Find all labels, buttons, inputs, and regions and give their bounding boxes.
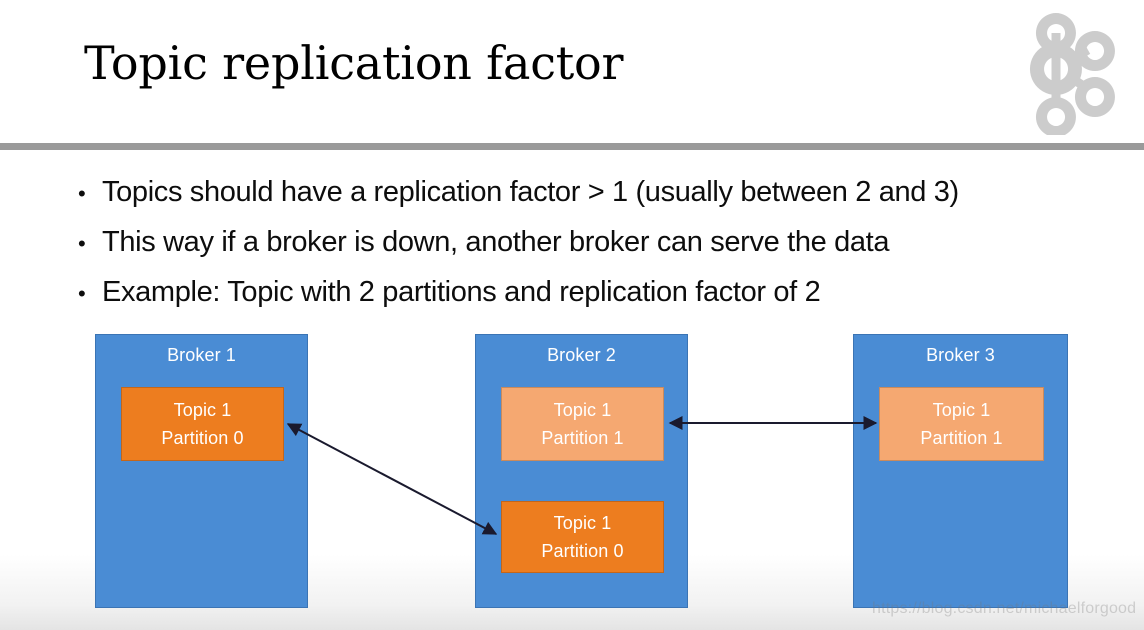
partition-box-broker2-topic1-partition0: Topic 1 Partition 0 [501,501,664,573]
partition-box-broker3-topic1-partition1: Topic 1 Partition 1 [879,387,1044,461]
bullet-marker: • [78,181,86,206]
partition-index-label: Partition 0 [541,541,624,561]
watermark-text: https://blog.csdn.net/michaelforgood [872,600,1137,617]
broker-label: Broker 2 [547,345,616,365]
partition-box-broker1-topic1-partition0: Topic 1 Partition 0 [121,387,284,461]
partition-topic-label: Topic 1 [932,400,991,420]
header-divider [0,143,1144,150]
partition-box-broker2-topic1-partition1: Topic 1 Partition 1 [501,387,664,461]
bullet-list: • Topics should have a replication facto… [78,172,1088,322]
partition-index-label: Partition 1 [541,428,624,448]
bullet-marker: • [78,231,86,256]
bullet-text: Example: Topic with 2 partitions and rep… [102,276,821,308]
bullet-item-3: • Example: Topic with 2 partitions and r… [78,272,1088,314]
kafka-logo-icon [1012,5,1122,137]
partition-index-label: Partition 1 [920,428,1003,448]
bullet-marker: • [78,281,86,306]
partition-index-label: Partition 0 [161,428,244,448]
bullet-item-1: • Topics should have a replication facto… [78,172,1088,214]
broker-box-2: Broker 2 Topic 1 Partition 1 Topic 1 Par… [475,334,688,608]
broker-box-1: Broker 1 Topic 1 Partition 0 [95,334,308,608]
broker-label: Broker 3 [926,345,995,365]
partition-topic-label: Topic 1 [553,513,612,533]
replication-arrow-partition-0 [286,423,498,535]
bullet-item-2: • This way if a broker is down, another … [78,222,1088,264]
partition-topic-label: Topic 1 [553,400,612,420]
bullet-text: This way if a broker is down, another br… [102,226,890,258]
partition-topic-label: Topic 1 [173,400,232,420]
bullet-text: Topics should have a replication factor … [102,176,959,208]
broker-label: Broker 1 [167,345,236,365]
broker-box-3: Broker 3 Topic 1 Partition 1 [853,334,1068,608]
page-title: Topic replication factor [84,36,624,90]
